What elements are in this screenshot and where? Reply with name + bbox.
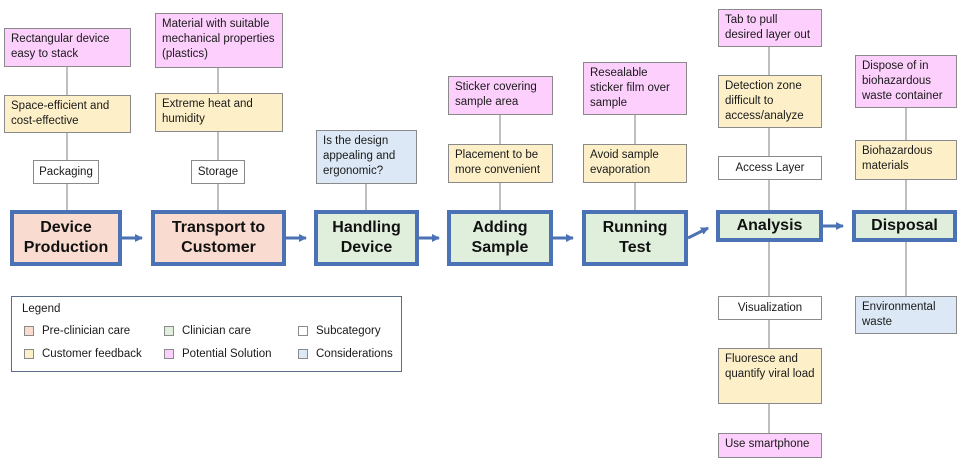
subcategory-box: Storage bbox=[191, 160, 245, 184]
stage-label-line2: Production bbox=[23, 239, 109, 256]
stage-label-line2: Customer bbox=[181, 239, 256, 256]
consideration-box: Environmental waste bbox=[855, 296, 957, 334]
feedback-box: Fluoresce and quantify viral load bbox=[718, 348, 822, 404]
stage-label-line1: Adding bbox=[472, 219, 528, 236]
legend-label: Pre-clinician care bbox=[42, 325, 131, 337]
stage-label-line1: Disposal bbox=[871, 217, 938, 234]
legend-item: Considerations bbox=[298, 348, 393, 360]
solution-box: Tab to pull desired layer out bbox=[718, 9, 822, 47]
stage-label-line2: Device bbox=[340, 239, 393, 256]
feedback-box: Space-efficient and cost-effective bbox=[4, 95, 131, 133]
feedback-box: Avoid sample evaporation bbox=[583, 144, 687, 183]
legend-swatch bbox=[24, 326, 34, 336]
legend-item: Potential Solution bbox=[164, 348, 272, 360]
stage-label-line1: Analysis bbox=[736, 217, 803, 234]
feedback-box: Extreme heat and humidity bbox=[155, 93, 283, 132]
subcategory-box: Access Layer bbox=[718, 156, 822, 180]
stage-label-line1: Transport to bbox=[171, 219, 266, 236]
legend-item: Customer feedback bbox=[24, 348, 142, 360]
stage-label-line1: Device bbox=[40, 219, 92, 236]
legend-label: Potential Solution bbox=[182, 348, 272, 360]
feedback-box: Biohazardous materials bbox=[855, 140, 957, 180]
legend-swatch bbox=[164, 349, 174, 359]
solution-box: Material with suitable mechanical proper… bbox=[155, 13, 283, 68]
legend-item: Subcategory bbox=[298, 325, 381, 337]
legend-label: Considerations bbox=[316, 348, 393, 360]
solution-box: Rectangular device easy to stack bbox=[4, 28, 131, 67]
legend-swatch bbox=[298, 326, 308, 336]
legend-item: Clinician care bbox=[164, 325, 251, 337]
legend-label: Clinician care bbox=[182, 325, 252, 337]
stage-disposal: Disposal bbox=[852, 210, 957, 242]
legend-title: Legend bbox=[22, 303, 61, 315]
legend-label: Customer feedback bbox=[42, 348, 142, 360]
feedback-box: Placement to be more convenient bbox=[448, 144, 553, 183]
subcategory-box: Packaging bbox=[33, 160, 99, 184]
stage-label-line2: Sample bbox=[471, 239, 529, 256]
legend-label: Subcategory bbox=[316, 325, 381, 337]
solution-box: Sticker covering sample area bbox=[448, 76, 553, 115]
legend: Legend Pre-clinician care Clinician care… bbox=[11, 296, 402, 372]
stage-analysis: Analysis bbox=[716, 210, 823, 242]
solution-box: Dispose of in biohazardous waste contain… bbox=[855, 55, 957, 108]
legend-item: Pre-clinician care bbox=[24, 325, 130, 337]
consideration-box: Is the design appealing and ergonomic? bbox=[316, 130, 417, 184]
stage-label-line2: Test bbox=[619, 239, 651, 256]
flow-arrows bbox=[122, 222, 844, 242]
solution-box: Resealable sticker film over sample bbox=[583, 62, 687, 115]
stage-label-line1: Handling bbox=[332, 219, 401, 236]
feedback-box: Detection zone difficult to access/analy… bbox=[718, 75, 822, 128]
legend-swatch bbox=[164, 326, 174, 336]
solution-box: Use smartphone bbox=[718, 433, 822, 458]
vertical-links bbox=[66, 47, 907, 433]
legend-swatch bbox=[24, 349, 34, 359]
subcategory-box: Visualization bbox=[718, 296, 822, 320]
legend-swatch bbox=[298, 349, 308, 359]
stage-transport-to-customer: Transport to Customer bbox=[151, 210, 286, 266]
stage-label-line1: Running bbox=[602, 219, 668, 236]
